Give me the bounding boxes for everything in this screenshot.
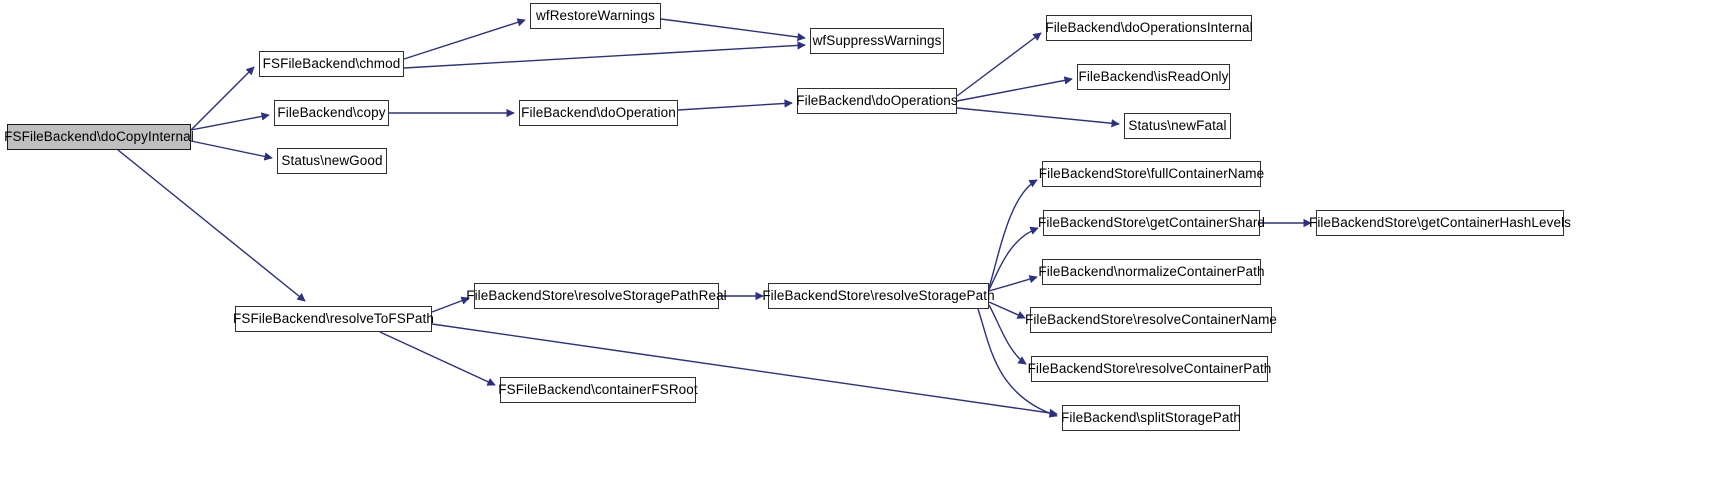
- graph-node-doOperationsInternal[interactable]: FileBackend\doOperationsInternal: [1045, 15, 1253, 41]
- graph-node-chmod[interactable]: FSFileBackend\chmod: [259, 51, 404, 77]
- graph-node-label: FSFileBackend\resolveToFSPath: [233, 311, 434, 327]
- graph-node-label: Status\newFatal: [1128, 118, 1227, 134]
- graph-edge: [403, 41, 806, 69]
- graph-edge: [190, 140, 273, 161]
- graph-edge: [956, 76, 1073, 102]
- graph-edge: [988, 226, 1039, 291]
- graph-node-label: FileBackendStore\fullContainerName: [1038, 166, 1265, 182]
- graph-node-label: FileBackendStore\resolveContainerName: [1024, 312, 1278, 328]
- graph-node-label: FileBackendStore\resolveStoragePath: [762, 288, 995, 304]
- graph-node-newGood[interactable]: Status\newGood: [277, 148, 387, 174]
- graph-node-wfSuppressWarnings[interactable]: wfSuppressWarnings: [810, 28, 944, 54]
- graph-node-resolveContainerName[interactable]: FileBackendStore\resolveContainerName: [1025, 307, 1277, 333]
- graph-edge: [988, 304, 1027, 365]
- graph-node-newFatal[interactable]: Status\newFatal: [1124, 113, 1231, 139]
- graph-node-label: FileBackend\copy: [277, 105, 386, 121]
- graph-node-resolveContainerPath[interactable]: FileBackendStore\resolveContainerPath: [1028, 356, 1271, 382]
- graph-node-doCopyInternal[interactable]: FSFileBackend\doCopyInternal: [4, 124, 194, 150]
- graph-edge: [677, 99, 793, 111]
- graph-node-label: FileBackendStore\getContainerHashLevels: [1308, 215, 1572, 231]
- graph-node-normalizeContainerPath[interactable]: FileBackend\normalizeContainerPath: [1038, 259, 1265, 285]
- graph-node-label: FSFileBackend\chmod: [262, 56, 401, 72]
- graph-node-getContainerHashLevels[interactable]: FileBackendStore\getContainerHashLevels: [1309, 210, 1571, 236]
- graph-node-label: FileBackend\normalizeContainerPath: [1038, 264, 1265, 280]
- graph-edge: [988, 179, 1038, 289]
- graph-node-label: wfRestoreWarnings: [536, 8, 655, 24]
- graph-node-doOperation[interactable]: FileBackend\doOperation: [519, 100, 678, 126]
- graph-node-getContainerShard[interactable]: FileBackendStore\getContainerShard: [1038, 210, 1265, 236]
- graph-node-resolveStoragePathReal[interactable]: FileBackendStore\resolveStoragePathReal: [466, 283, 727, 309]
- graph-edge: [988, 275, 1038, 292]
- graph-edge: [431, 296, 470, 313]
- graph-node-label: FileBackend\isReadOnly: [1078, 69, 1229, 85]
- graph-edge: [660, 18, 806, 42]
- graph-node-copy[interactable]: FileBackend\copy: [274, 100, 389, 126]
- graph-node-label: wfSuppressWarnings: [812, 33, 942, 49]
- graph-node-fullContainerName[interactable]: FileBackendStore\fullContainerName: [1039, 161, 1264, 187]
- graph-node-label: FileBackend\splitStoragePath: [1061, 410, 1241, 426]
- graph-node-containerFSRoot[interactable]: FSFileBackend\containerFSRoot: [498, 377, 698, 403]
- graph-edge: [956, 107, 1120, 128]
- graph-node-label: FSFileBackend\containerFSRoot: [498, 382, 698, 398]
- graph-node-label: FileBackendStore\resolveStoragePathReal: [466, 288, 727, 304]
- graph-edge: [379, 331, 496, 386]
- graph-node-label: FileBackend\doOperation: [521, 105, 676, 121]
- graph-node-label: FileBackendStore\resolveContainerPath: [1027, 361, 1272, 377]
- graph-edge: [190, 66, 255, 131]
- graph-node-label: FileBackend\doOperations: [796, 93, 958, 109]
- graph-edge: [988, 301, 1026, 319]
- graph-node-resolveStoragePath[interactable]: FileBackendStore\resolveStoragePath: [762, 283, 995, 309]
- graph-node-label: FSFileBackend\doCopyInternal: [4, 129, 194, 145]
- graph-edge: [956, 32, 1042, 97]
- graph-node-resolveToFSPath[interactable]: FSFileBackend\resolveToFSPath: [233, 306, 434, 332]
- graph-node-doOperations[interactable]: FileBackend\doOperations: [796, 88, 958, 114]
- graph-node-splitStoragePath[interactable]: FileBackend\splitStoragePath: [1061, 405, 1241, 431]
- graph-node-wfRestoreWarnings[interactable]: wfRestoreWarnings: [530, 3, 661, 29]
- graph-node-isReadOnly[interactable]: FileBackend\isReadOnly: [1077, 64, 1230, 90]
- graph-node-label: FileBackend\doOperationsInternal: [1045, 20, 1253, 36]
- graph-node-label: FileBackendStore\getContainerShard: [1037, 215, 1266, 231]
- graph-node-label: Status\newGood: [281, 153, 383, 169]
- graph-edge: [403, 18, 526, 60]
- graph-edge: [190, 112, 270, 131]
